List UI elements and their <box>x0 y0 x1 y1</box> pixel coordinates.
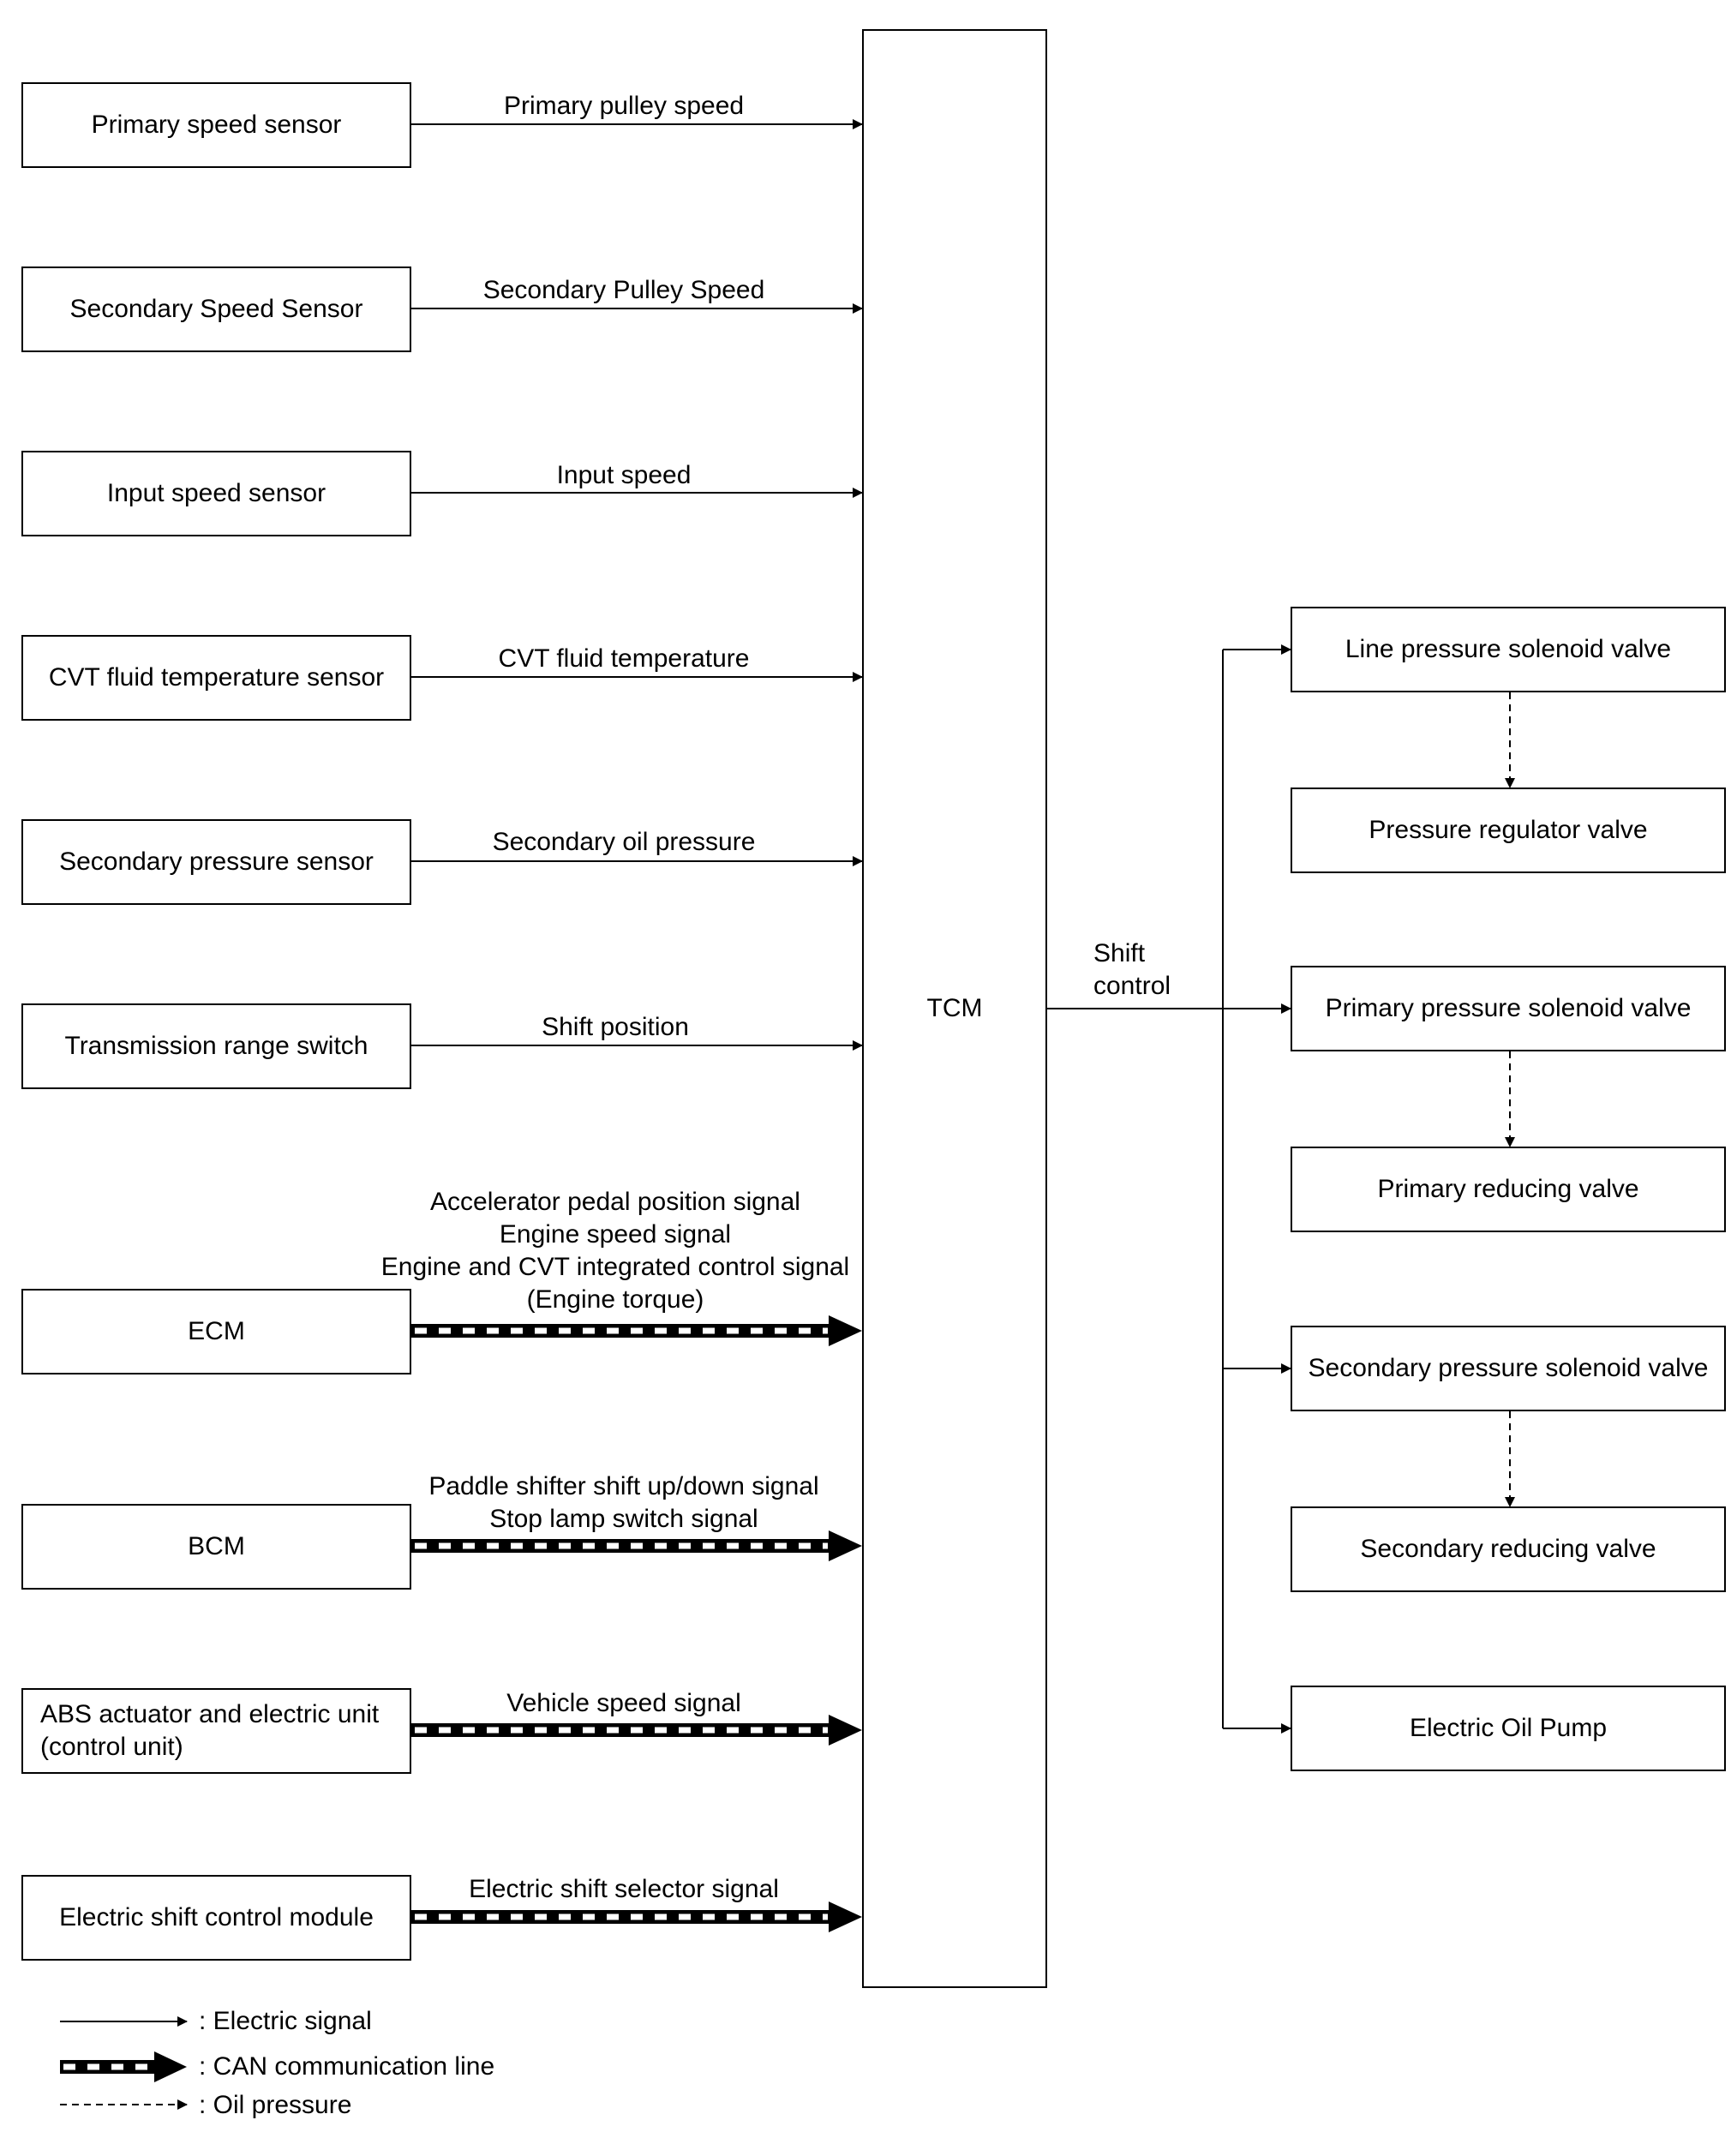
bcm-signal-1: Paddle shifter shift up/down signal <box>428 1472 819 1500</box>
tcm-box: TCM <box>862 29 1047 1988</box>
shift-control-line2: control <box>1093 972 1171 1000</box>
pressure-regulator-valve-box: Pressure regulator valve <box>1291 788 1726 873</box>
ecm-label: ECM <box>188 1317 245 1345</box>
primary-speed-sensor-box: Primary speed sensor <box>21 82 411 168</box>
esc-label: Electric shift control module <box>59 1903 374 1931</box>
transmission-range-switch-box: Transmission range switch <box>21 1003 411 1089</box>
bcm-label: BCM <box>188 1532 245 1560</box>
tcm-label: TCM <box>926 994 983 1022</box>
ecm-signal-1: Accelerator pedal position signal <box>430 1188 800 1216</box>
ecm-signal-4: (Engine torque) <box>526 1285 704 1314</box>
secondary-pressure-sensor-box: Secondary pressure sensor <box>21 819 411 905</box>
sensor-label: Secondary pressure sensor <box>59 847 374 876</box>
secondary-reducing-valve-box: Secondary reducing valve <box>1291 1506 1726 1592</box>
legend-electric-label: : Electric signal <box>199 2007 372 2035</box>
shift-control-label: Shift control <box>1093 937 1171 1003</box>
esc-signal-label: Electric shift selector signal <box>469 1875 779 1903</box>
solenoid-label: Secondary pressure solenoid valve <box>1308 1354 1709 1382</box>
signal-label-primary-pulley-speed: Primary pulley speed <box>503 92 745 120</box>
sensor-label: CVT fluid temperature sensor <box>48 663 385 692</box>
legend-can-symbol <box>60 2051 187 2082</box>
ecm-box: ECM <box>21 1289 411 1374</box>
signal-label-cvt-fluid-temperature: CVT fluid temperature <box>498 644 750 673</box>
can-arrow-bcm <box>411 1530 862 1561</box>
abs-label-line2: (control unit) <box>40 1733 183 1761</box>
secondary-speed-sensor-box: Secondary Speed Sensor <box>21 267 411 352</box>
bcm-signal-2: Stop lamp switch signal <box>489 1505 758 1533</box>
signal-label-shift-position: Shift position <box>542 1013 689 1041</box>
signal-label-secondary-oil-pressure: Secondary oil pressure <box>492 828 756 856</box>
electric-shift-control-module-box: Electric shift control module <box>21 1875 411 1961</box>
sensor-label: Secondary Speed Sensor <box>69 295 363 323</box>
sensor-label: Primary speed sensor <box>91 111 342 139</box>
solenoid-label: Electric Oil Pump <box>1409 1714 1608 1742</box>
shift-control-line1: Shift <box>1093 939 1146 967</box>
bcm-signal-labels: Paddle shifter shift up/down signal Stop… <box>428 1470 818 1536</box>
abs-actuator-box: ABS actuator and electric unit (control … <box>21 1688 411 1774</box>
valve-label: Primary reducing valve <box>1377 1175 1639 1203</box>
can-arrow-ecm <box>411 1315 862 1346</box>
secondary-pressure-solenoid-valve-box: Secondary pressure solenoid valve <box>1291 1326 1726 1411</box>
cvt-fluid-temp-sensor-box: CVT fluid temperature sensor <box>21 635 411 721</box>
abs-signal-label: Vehicle speed signal <box>506 1689 741 1717</box>
valve-label: Secondary reducing valve <box>1360 1535 1656 1563</box>
signal-label-input-speed: Input speed <box>556 461 692 489</box>
can-arrow-abs <box>411 1715 862 1746</box>
ecm-signal-labels: Accelerator pedal position signal Engine… <box>381 1186 849 1316</box>
line-pressure-solenoid-valve-box: Line pressure solenoid valve <box>1291 607 1726 692</box>
signal-label-secondary-pulley-speed: Secondary Pulley Speed <box>482 276 765 304</box>
input-speed-sensor-box: Input speed sensor <box>21 451 411 536</box>
bcm-box: BCM <box>21 1504 411 1590</box>
legend-can-label: : CAN communication line <box>199 2052 495 2081</box>
solenoid-label: Primary pressure solenoid valve <box>1325 994 1692 1022</box>
ecm-signal-3: Engine and CVT integrated control signal <box>380 1253 850 1281</box>
sensor-label: Transmission range switch <box>64 1032 368 1060</box>
legend-oil-label: : Oil pressure <box>199 2091 352 2119</box>
solenoid-label: Line pressure solenoid valve <box>1345 635 1672 663</box>
electric-oil-pump-box: Electric Oil Pump <box>1291 1686 1726 1771</box>
primary-reducing-valve-box: Primary reducing valve <box>1291 1147 1726 1232</box>
sensor-label: Input speed sensor <box>106 479 326 507</box>
abs-label-line1: ABS actuator and electric unit <box>40 1700 380 1728</box>
can-arrow-esc <box>411 1901 862 1932</box>
primary-pressure-solenoid-valve-box: Primary pressure solenoid valve <box>1291 966 1726 1051</box>
ecm-signal-2: Engine speed signal <box>499 1220 732 1249</box>
valve-label: Pressure regulator valve <box>1369 816 1648 844</box>
